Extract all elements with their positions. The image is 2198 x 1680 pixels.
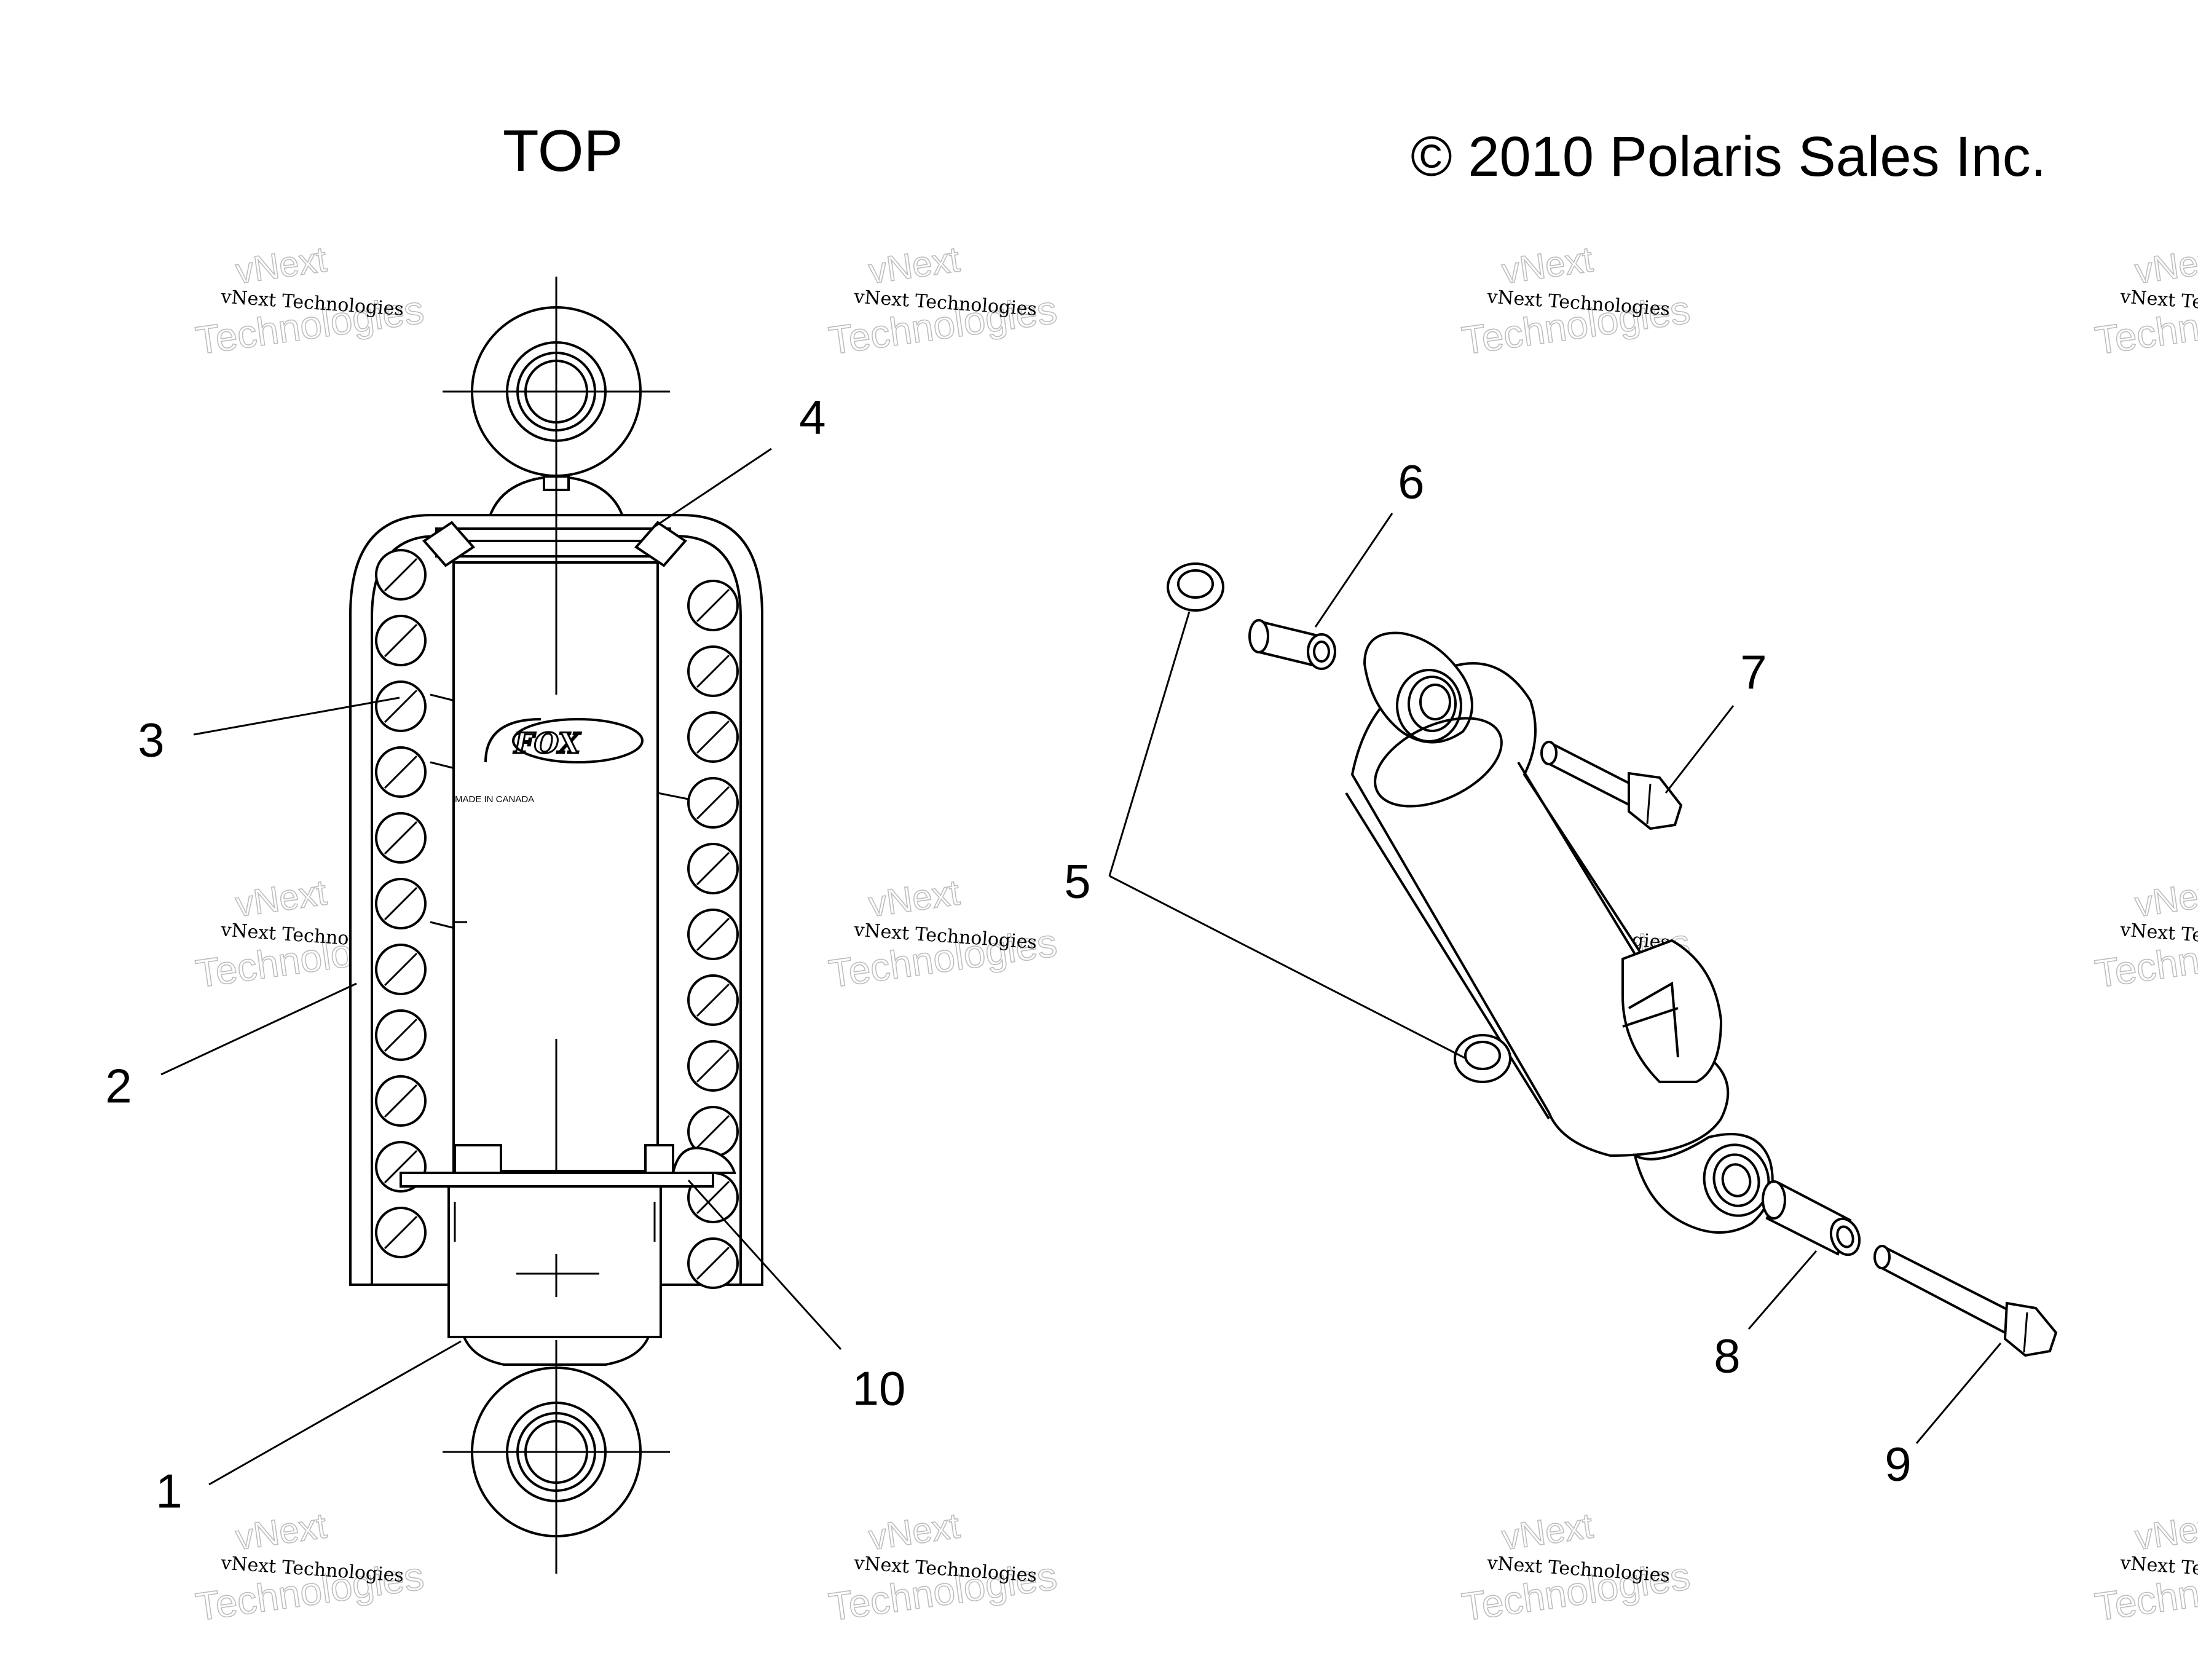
spring-coil-mark [384,755,418,789]
shock-assembly-top-view: FOX MADE IN CANADA [349,277,763,1574]
spring-coil-mark [384,1018,418,1052]
spring-coil-mark [696,1180,730,1215]
lower-spring-retainer [400,1144,736,1188]
spring-coil-mark [384,689,418,724]
spring-coil-edge [657,792,689,800]
spacer-sleeve-lower [1762,1180,1861,1256]
spring-coil-mark [696,1246,730,1280]
spring-coil-mark [696,786,730,820]
watermark-outline-name: vNext [2132,239,2198,291]
shock-absorber [1345,631,1774,1234]
spring-coil-mark [384,821,418,855]
shock-brand-logo: FOX MADE IN CANADA [455,718,644,805]
watermark-outline-name: vNext [1499,239,1595,291]
spring-coil-edge [430,761,455,770]
watermark-outline-name: vNext [866,239,962,291]
callout-10: 10 [853,1362,906,1416]
watermark-outline-name: vNext [233,239,329,291]
bolt-lower [1873,1245,2058,1357]
spring-coil-mark [384,558,418,592]
bushing-washer-lower [1454,1034,1511,1083]
spacer-sleeve-upper [1248,619,1336,670]
callout-5: 5 [1064,854,1090,909]
view-heading: TOP [503,118,623,184]
spring-coil-mark [696,1114,730,1149]
spring-coil-mark [696,983,730,1017]
spring-coil-mark [696,917,730,952]
callout-9: 9 [1885,1437,1911,1491]
made-in-label: MADE IN CANADA [455,794,534,805]
spring-coils-left [375,549,689,1258]
shock-exploded-view [1167,562,2058,1357]
spring-coil-mark [696,851,730,886]
bolt-upper [1540,741,1683,830]
watermark-outline-name: vNext [2132,872,2198,925]
lower-eyelet [443,1340,670,1574]
callout-3: 3 [138,713,164,767]
spring-coil-mark [384,1084,418,1118]
watermark-outline-name: vNext [233,872,329,925]
upper-spring-caps [422,521,688,567]
spring-coil-mark [696,720,730,754]
spring-coil-mark [696,1049,730,1083]
spring-coil-mark [384,1150,418,1184]
bushing-washer-upper [1167,562,1224,612]
watermark-outline-name: vNext [1499,1505,1595,1558]
watermark-outline-name: vNext [2132,1505,2198,1558]
callout-1: 1 [156,1464,182,1518]
spring-coil-edge [430,921,455,929]
callout-numbers: 1 2 3 4 5 6 7 8 9 10 [105,390,1911,1518]
spring-coil-mark [696,654,730,688]
spring-coil-edge [430,693,455,702]
shock-lower-body [447,1185,662,1338]
watermark-outline-name: vNext [866,872,962,925]
copyright-notice: © 2010 Polaris Sales Inc. [1411,125,2046,188]
watermark-outline-name: vNext [233,1505,329,1558]
spring-coil-mark [384,1215,418,1250]
spring-coil-mark [384,952,418,987]
callout-2: 2 [105,1059,132,1113]
spring-coil-mark [384,623,418,658]
callout-4: 4 [799,390,825,444]
watermark-outline-name: vNext [866,1505,962,1558]
leader-lines [160,448,2002,1486]
svg-text:FOX: FOX [513,727,581,760]
callout-7: 7 [1740,645,1767,700]
spring-coil-mark [696,588,730,623]
callout-6: 6 [1398,455,1424,509]
spring-coil-mark [384,886,418,921]
callout-8: 8 [1714,1329,1740,1383]
